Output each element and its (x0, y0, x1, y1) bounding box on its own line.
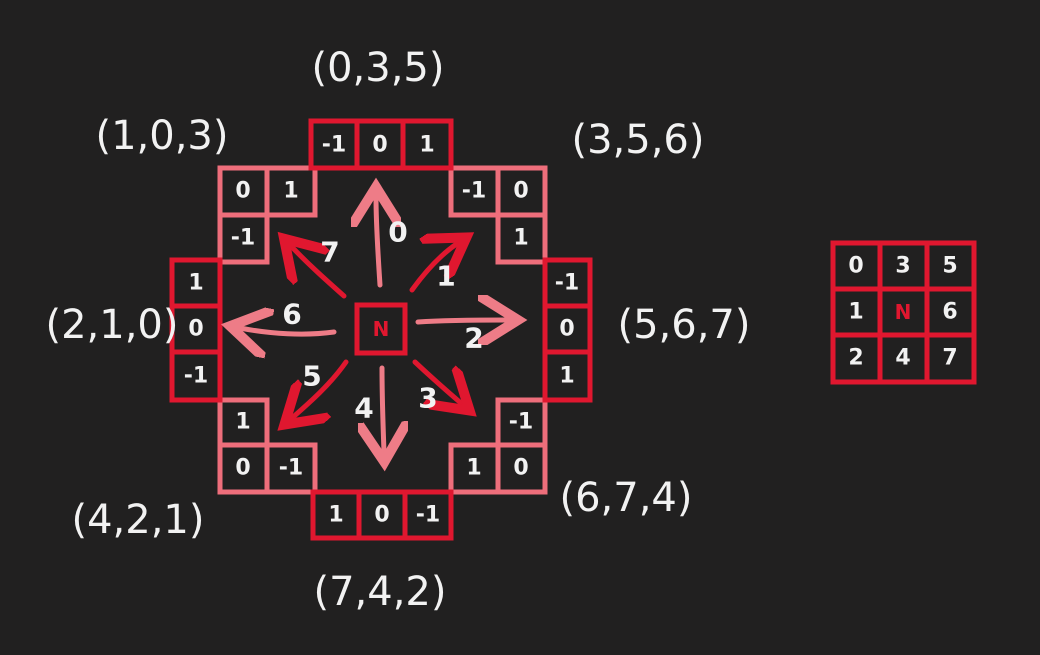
direction-label-1: 1 (436, 260, 455, 293)
direction-label-6: 6 (282, 298, 301, 331)
direction-label-3: 3 (418, 382, 437, 415)
cell-left-1: 0 (188, 317, 203, 342)
arrow-4 (382, 365, 384, 452)
grid-cell-3: 1 (848, 300, 863, 325)
cell-tl-2: -1 (231, 226, 255, 251)
triple-top-left: (1,0,3) (96, 113, 229, 159)
cell-bl-0: 1 (235, 410, 250, 435)
triple-right: (5,6,7) (618, 302, 751, 348)
cell-br-1: 1 (466, 456, 481, 481)
direction-arrows (240, 197, 508, 452)
cell-right-0: -1 (555, 271, 579, 296)
triple-top: (0,3,5) (312, 45, 445, 91)
arrow-2 (415, 320, 508, 322)
direction-label-7: 7 (320, 236, 339, 269)
center-cell: N (354, 302, 408, 356)
cell-bottom-2: -1 (416, 503, 440, 528)
cell-left-0: 1 (188, 271, 203, 296)
cell-bl-2: -1 (279, 456, 303, 481)
edge-block-right: -1 0 1 (542, 257, 593, 403)
direction-label-5: 5 (302, 360, 321, 393)
arrow-5 (292, 359, 349, 418)
cell-tr-1: 0 (513, 179, 528, 204)
arrow-3 (412, 359, 462, 404)
corner-block-top-left: 0 1 -1 (217, 165, 318, 265)
triple-bottom-right: (6,7,4) (560, 475, 693, 521)
cell-left-2: -1 (184, 364, 208, 389)
cell-right-2: 1 (559, 364, 574, 389)
direction-label-0: 0 (388, 216, 407, 249)
cell-top-1: 0 (372, 133, 387, 158)
grid-cell-2: 5 (942, 254, 957, 279)
triple-left: (2,1,0) (46, 302, 179, 348)
grid-cell-6: 2 (848, 346, 863, 371)
arrow-0 (376, 197, 380, 288)
direction-label-4: 4 (354, 392, 373, 425)
grid-cell-4: N (895, 300, 912, 324)
corner-block-top-right: -1 0 1 (448, 165, 548, 265)
triple-bottom: (7,4,2) (314, 569, 447, 615)
cell-tl-0: 0 (235, 179, 250, 204)
arrow-7 (291, 246, 347, 299)
direction-label-2: 2 (464, 322, 483, 355)
edge-block-bottom: 1 0 -1 (310, 489, 454, 541)
edge-block-top: -1 0 1 (308, 118, 454, 171)
grid-cell-7: 4 (895, 346, 910, 371)
grid-cell-1: 3 (895, 254, 910, 279)
cell-br-0: -1 (509, 410, 533, 435)
grid-cell-0: 0 (848, 254, 863, 279)
cell-top-2: 1 (419, 133, 434, 158)
cell-bottom-1: 0 (374, 503, 389, 528)
center-label: N (373, 317, 390, 341)
cell-tl-1: 1 (283, 179, 298, 204)
index-grid: 0 3 5 1 N 6 2 4 7 (830, 240, 977, 385)
triple-bottom-left: (4,2,1) (72, 497, 205, 543)
arrow-1 (409, 243, 458, 293)
corner-block-bottom-left: 1 0 -1 (217, 397, 318, 495)
cell-tr-2: 1 (513, 226, 528, 251)
edge-block-left: 1 0 -1 (169, 257, 223, 403)
triple-top-right: (3,5,6) (572, 117, 705, 163)
cell-bottom-0: 1 (328, 503, 343, 528)
cell-bl-1: 0 (235, 456, 250, 481)
corner-block-bottom-right: -1 1 0 (448, 397, 548, 495)
grid-cell-8: 7 (942, 346, 957, 371)
arrow-6 (240, 328, 337, 334)
cell-br-2: 0 (513, 456, 528, 481)
grid-cell-5: 6 (942, 300, 957, 325)
cell-right-1: 0 (559, 317, 574, 342)
cell-top-0: -1 (322, 133, 346, 158)
cell-tr-0: -1 (462, 179, 486, 204)
